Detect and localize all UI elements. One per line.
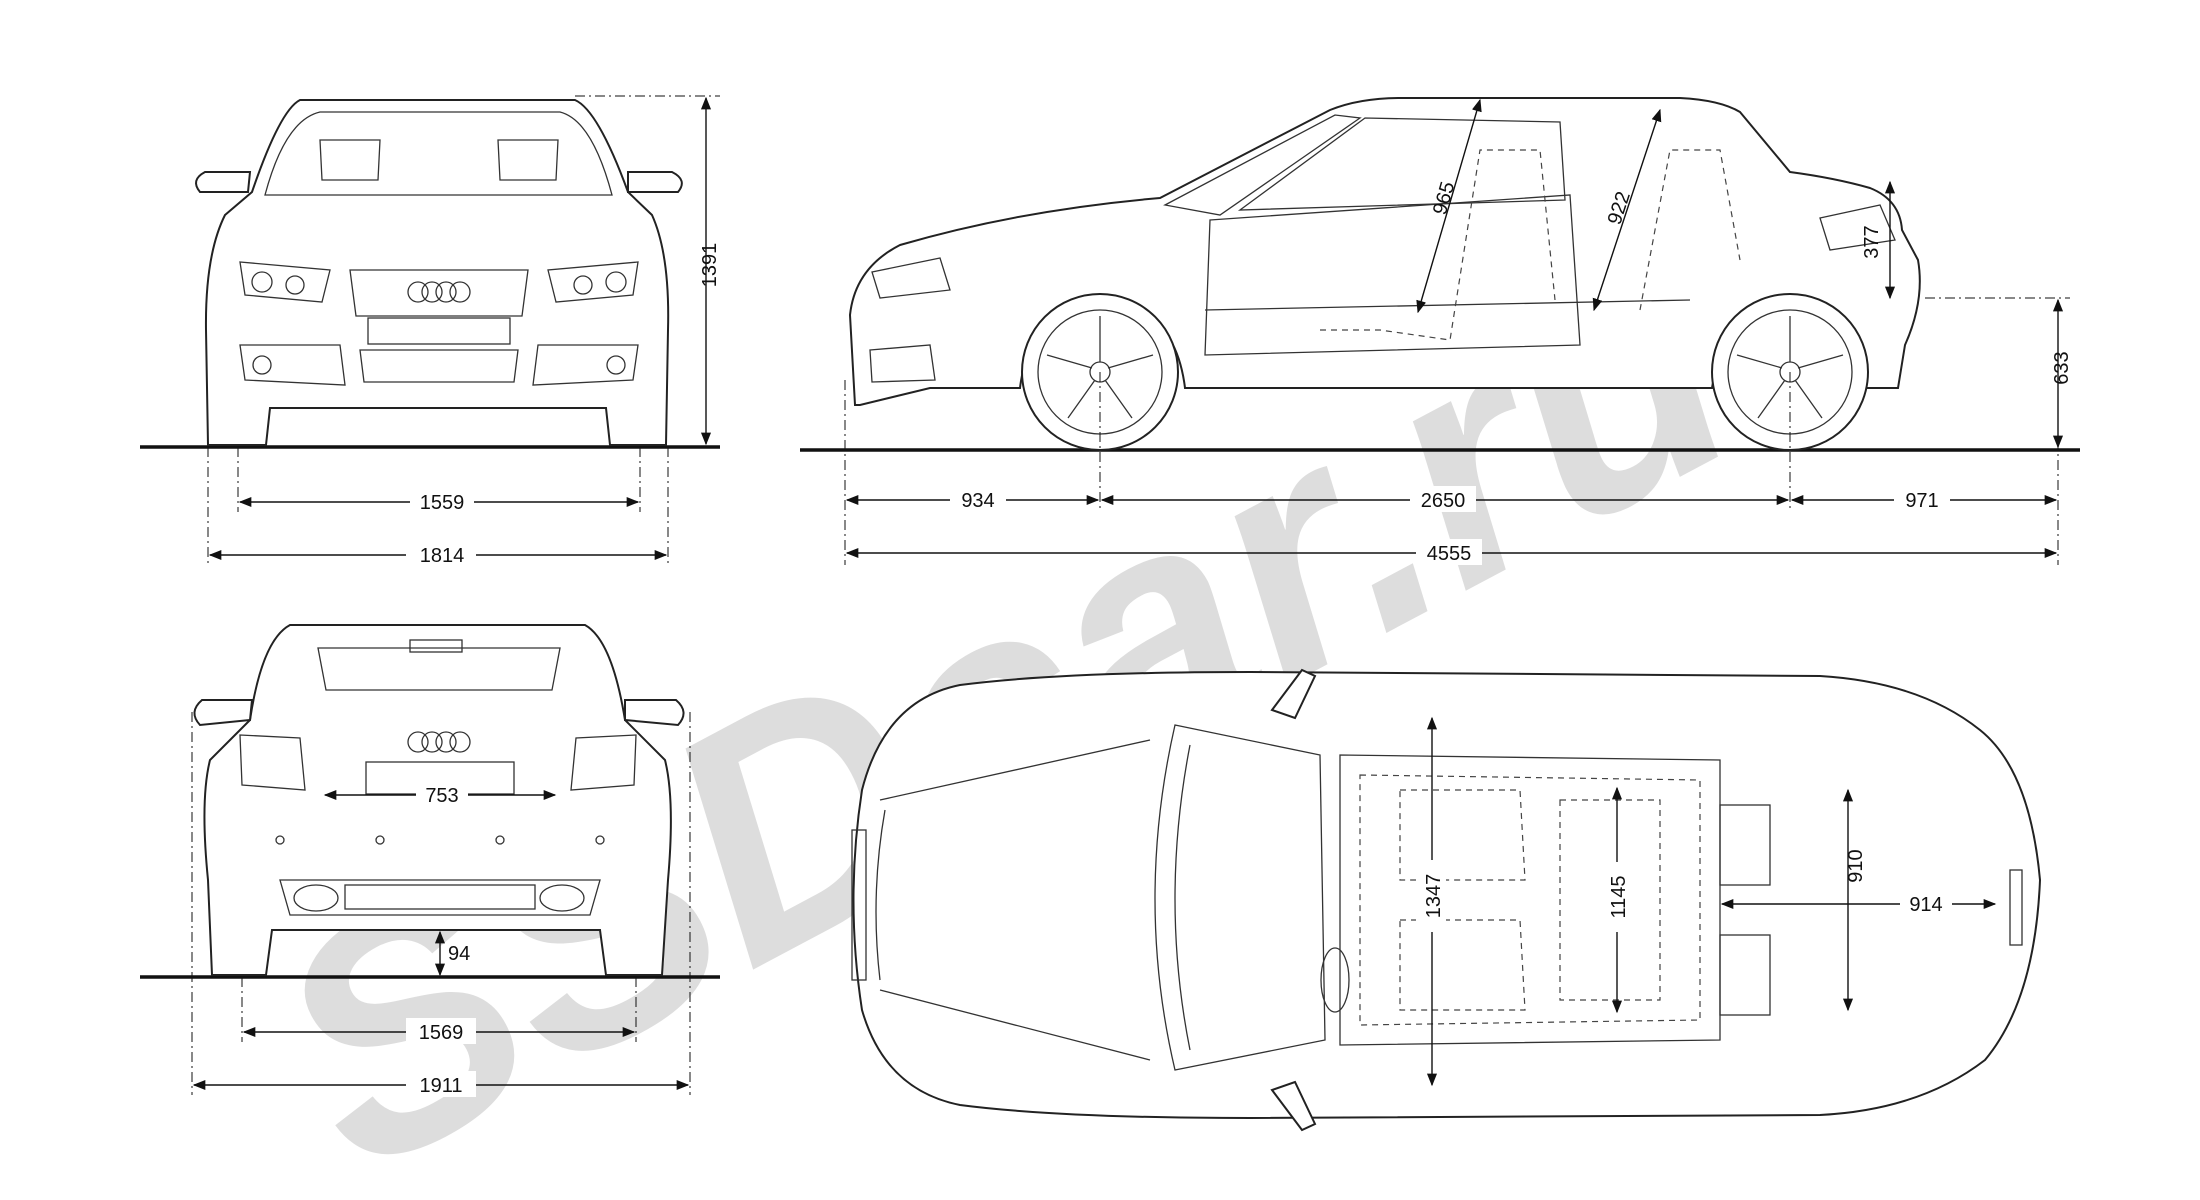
front-width-label: 1814 xyxy=(420,545,465,567)
rear-left-taillight xyxy=(239,734,306,791)
rear-window xyxy=(317,647,561,691)
top-left-mirror xyxy=(1270,668,1317,720)
side-wheelbase-label: 2650 xyxy=(1421,490,1466,512)
front-right-headlight xyxy=(547,261,639,303)
rear-width-label: 1911 xyxy=(419,1075,462,1097)
top-cabin xyxy=(1339,754,1721,1046)
front-right-mirror xyxy=(627,171,683,193)
side-view: 934 2650 971 4555 965 922 377 633 xyxy=(800,97,2080,565)
front-left-mirror xyxy=(195,171,252,193)
top-boot-length-label: 914 xyxy=(1909,894,1942,916)
top-boot-left xyxy=(1719,804,1771,886)
top-body xyxy=(852,670,2042,1120)
front-lower-grille xyxy=(239,344,346,386)
top-rear-width-label: 1145 xyxy=(1608,875,1630,918)
top-boot-width-label: 910 xyxy=(1845,849,1867,882)
top-front-width-label: 1347 xyxy=(1423,874,1445,919)
rear-diffuser xyxy=(279,879,601,916)
top-boot-right xyxy=(1719,934,1771,1016)
side-headlight xyxy=(871,257,951,299)
side-rear-overhang-label: 971 xyxy=(1905,490,1938,512)
rear-clearance-label: 94 xyxy=(448,943,470,965)
side-windshield xyxy=(1163,114,1362,216)
front-body xyxy=(204,99,670,446)
rear-left-mirror xyxy=(193,699,254,727)
rear-right-mirror xyxy=(624,699,685,727)
front-left-headlight xyxy=(239,261,331,303)
top-steering-wheel xyxy=(1320,947,1350,1013)
front-windshield xyxy=(264,111,613,196)
front-grille xyxy=(349,269,529,317)
rear-track-label: 1569 xyxy=(419,1022,464,1044)
rear-view: 753 94 1569 1911 xyxy=(140,624,720,1097)
top-right-mirror xyxy=(1270,1080,1317,1132)
side-boot-height-label: 377 xyxy=(1861,225,1883,258)
rear-right-taillight xyxy=(570,734,637,791)
top-windshield xyxy=(1154,724,1326,1071)
side-length-label: 4555 xyxy=(1427,543,1472,565)
top-view: 1347 1145 910 914 xyxy=(851,668,2042,1132)
side-sill-height-label: 633 xyxy=(2051,351,2073,384)
rear-plate-width-label: 753 xyxy=(425,785,458,807)
front-view: 1559 1814 1391 xyxy=(140,95,721,567)
side-front-overhang-label: 934 xyxy=(961,490,994,512)
front-height-label: 1391 xyxy=(699,243,721,288)
front-track-label: 1559 xyxy=(420,492,465,514)
